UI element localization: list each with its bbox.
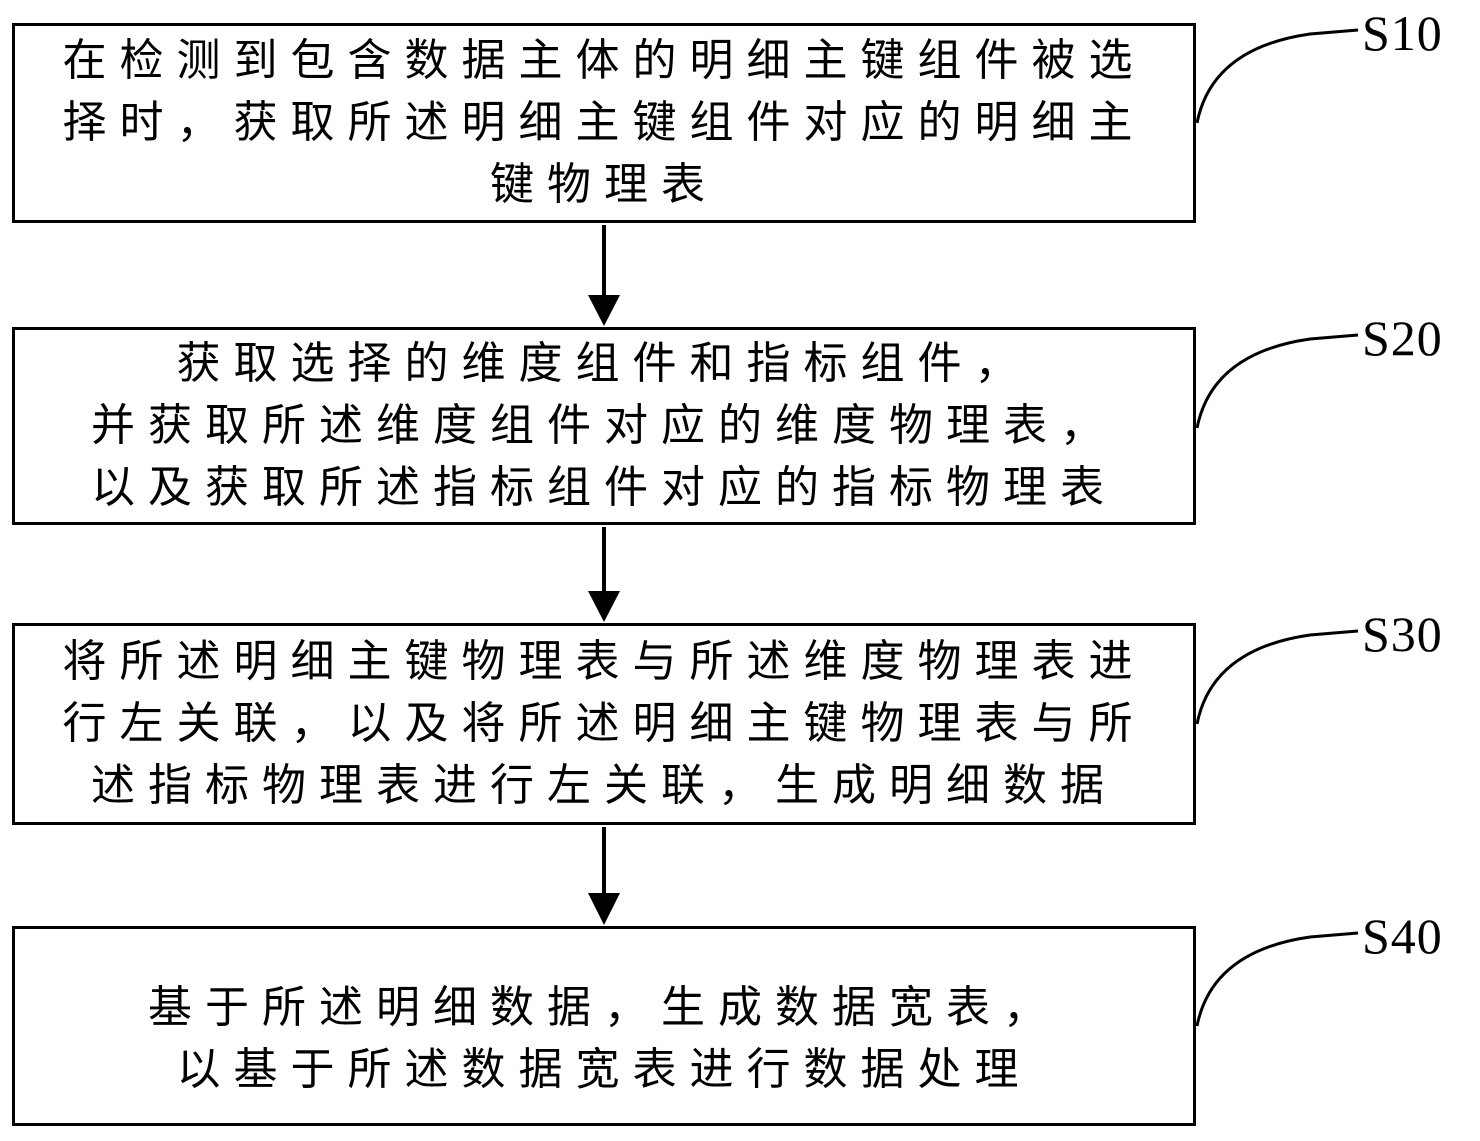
step-box-s30: 将所述明细主键物理表与所述维度物理表进 行左关联，以及将所述明细主键物理表与所 … <box>12 623 1196 825</box>
step-box-s20: 获取选择的维度组件和指标组件， 并获取所述维度组件对应的维度物理表， 以及获取所… <box>12 327 1196 525</box>
step-text-line: 行左关联，以及将所述明细主键物理表与所 <box>62 699 1146 748</box>
leader-line-s20 <box>1195 333 1359 429</box>
step-text-line: 获取选择的维度组件和指标组件， <box>176 339 1032 388</box>
leader-line-s30 <box>1195 629 1359 725</box>
step-text-line: 在检测到包含数据主体的明细主键组件被选 <box>62 36 1146 85</box>
step-box-s10: 在检测到包含数据主体的明细主键组件被选 择时，获取所述明细主键组件对应的明细主 … <box>12 23 1196 223</box>
step-label-s40: S40 <box>1362 908 1443 964</box>
step-text-line: 基于所述明细数据，生成数据宽表， <box>148 983 1060 1032</box>
leader-line-s40 <box>1195 931 1359 1027</box>
step-text-line: 键物理表 <box>490 160 718 209</box>
leader-line-s10 <box>1195 28 1359 124</box>
step-label-s10: S10 <box>1362 5 1443 61</box>
step-box-s40: 基于所述明细数据，生成数据宽表， 以基于所述数据宽表进行数据处理 <box>12 926 1196 1126</box>
step-text-line: 择时，获取所述明细主键组件对应的明细主 <box>62 98 1146 147</box>
down-arrow-icon <box>588 591 620 622</box>
step-text-line: 并获取所述维度组件对应的维度物理表， <box>91 401 1117 450</box>
step-text-line: 以基于所述数据宽表进行数据处理 <box>176 1045 1032 1094</box>
step-text-line: 述指标物理表进行左关联，生成明细数据 <box>91 761 1117 810</box>
down-arrow-icon <box>588 295 620 326</box>
step-text-line: 将所述明细主键物理表与所述维度物理表进 <box>62 637 1146 686</box>
step-label-s30: S30 <box>1362 606 1443 662</box>
step-label-s20: S20 <box>1362 310 1443 366</box>
down-arrow-icon <box>588 893 620 925</box>
step-text-line: 以及获取所述指标组件对应的指标物理表 <box>91 463 1117 512</box>
